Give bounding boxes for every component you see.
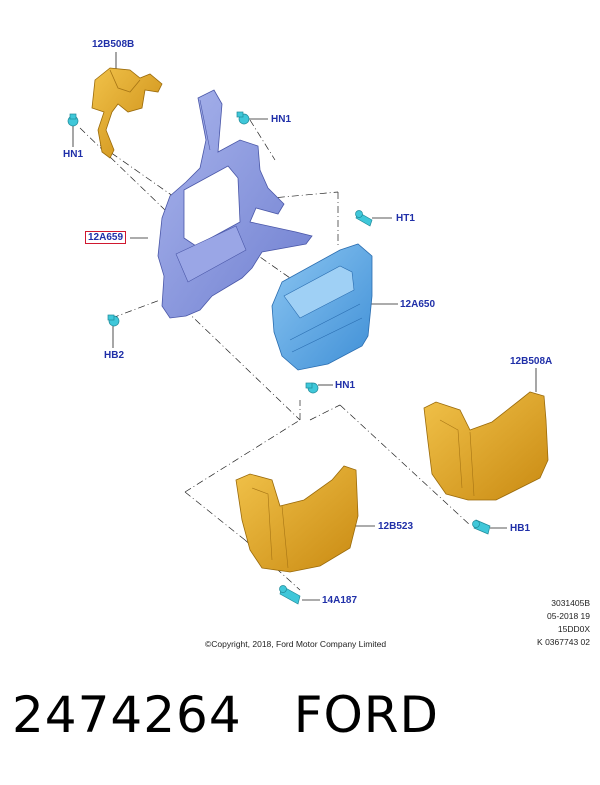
module-12a650 (271, 243, 373, 371)
callout-14a187: 14A187 (322, 595, 358, 606)
callout-12b508a: 12B508A (510, 356, 553, 367)
fastener-hn1-top-left (67, 113, 79, 127)
brand-name: FORD (293, 686, 440, 744)
metadata-line: 05-2018 19 (546, 611, 590, 621)
metadata-line: 15DD0X (557, 624, 590, 634)
callout-hn1-top: HN1 (271, 114, 292, 125)
fasteners (67, 111, 491, 605)
callout-12a650: 12A650 (400, 299, 436, 310)
part-number: 2474264 (12, 686, 242, 744)
fastener-hb2 (107, 314, 120, 327)
callout-12b508b: 12B508B (92, 39, 135, 50)
exploded-parts-diagram (67, 52, 549, 605)
fastener-14a187 (279, 585, 301, 605)
fastener-hb1 (472, 519, 491, 535)
cover-12b523 (235, 465, 359, 573)
bracket-12b508b (91, 67, 163, 159)
copyright-notice: ©Copyright, 2018, Ford Motor Company Lim… (205, 639, 387, 649)
fastener-ht1 (355, 210, 373, 227)
callout-hb2: HB2 (104, 350, 125, 361)
footer-title: 2474264 FORD (12, 686, 491, 744)
callout-hb1: HB1 (510, 523, 531, 534)
metadata-line: K 0367743 02 (537, 637, 590, 647)
bracket-12b508a (423, 391, 549, 501)
callout-12a659: 12A659 (85, 231, 127, 244)
diagram-metadata: 3031405B 05-2018 19 15DD0X K 0367743 02 (537, 597, 590, 649)
metadata-line: 3031405B (551, 598, 590, 608)
callout-hn1-top-left: HN1 (63, 149, 84, 160)
fastener-hn1-mid (305, 382, 319, 394)
frame-12a659 (157, 89, 313, 319)
fastener-hn1-top (236, 111, 250, 125)
callout-hn1-mid: HN1 (335, 380, 356, 391)
callout-ht1: HT1 (396, 213, 415, 224)
callout-12b523: 12B523 (378, 521, 414, 532)
